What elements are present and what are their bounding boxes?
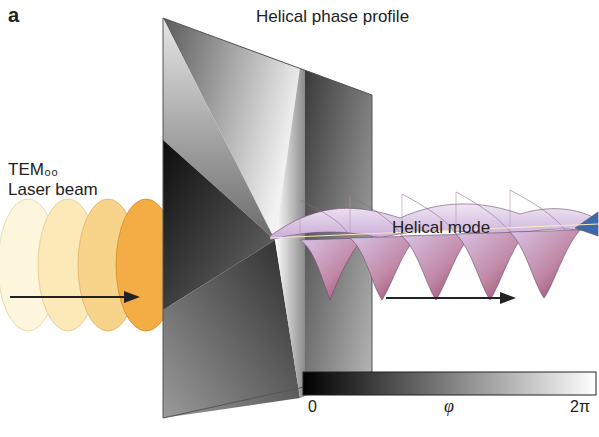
- phase-colorbar: [303, 372, 596, 395]
- scale-symbol: φ: [444, 396, 474, 417]
- scale-max: 2π: [570, 398, 599, 416]
- panel-letter: a: [8, 4, 38, 27]
- beam-arrow: [10, 291, 140, 303]
- beam-label: TEM₀₀ Laser beam: [8, 160, 100, 199]
- helical-mode: [270, 190, 598, 300]
- mode-arrow: [386, 292, 516, 304]
- plate-title: Helical phase profile: [256, 7, 476, 27]
- scale-min: 0: [308, 398, 338, 416]
- mode-label: Helical mode: [392, 218, 532, 238]
- laser-beam: [0, 199, 176, 331]
